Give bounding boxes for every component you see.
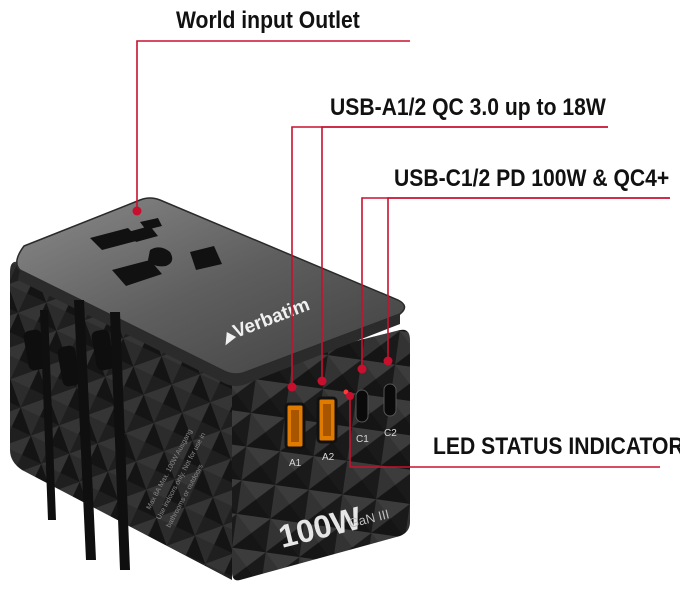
world-outlet-socket bbox=[90, 218, 222, 286]
port-label-c1: C1 bbox=[356, 434, 369, 445]
port-label-a1: A1 bbox=[289, 458, 302, 469]
usb-c-ports bbox=[355, 383, 397, 423]
callout-label-usb-a: USB-A1/2 QC 3.0 up to 18W bbox=[330, 94, 606, 121]
callout-dots bbox=[132, 206, 393, 400]
usb-c2-port bbox=[383, 383, 397, 417]
port-label-a2: A2 bbox=[322, 452, 335, 463]
port-label-c2: C2 bbox=[384, 428, 397, 439]
callout-label-led: LED STATUS INDICATOR bbox=[433, 433, 680, 460]
usb-a-ports bbox=[284, 396, 338, 450]
callout-line-outlet bbox=[136, 40, 410, 210]
callout-line-usb-a2 bbox=[321, 126, 608, 380]
usb-c1-port bbox=[355, 389, 369, 423]
brand-mark-icon bbox=[225, 332, 237, 346]
callout-label-outlet: World input Outlet bbox=[176, 7, 360, 34]
callout-lines bbox=[136, 40, 670, 468]
callout-line-led bbox=[349, 396, 660, 468]
top-plate-rim bbox=[18, 270, 400, 386]
plug-slider-switches bbox=[23, 300, 130, 570]
callout-label-usb-c: USB-C1/2 PD 100W & QC4+ bbox=[394, 165, 670, 192]
callout-line-usb-c2 bbox=[387, 197, 670, 360]
